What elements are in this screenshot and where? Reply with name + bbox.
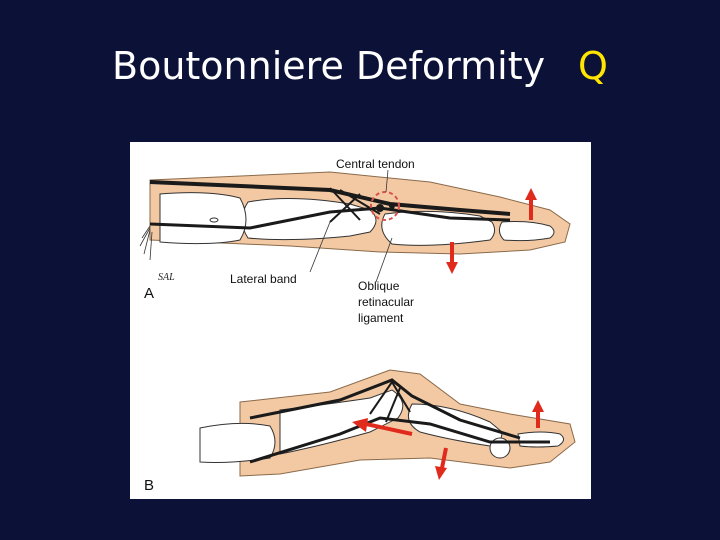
arrow-left-icon <box>352 418 413 436</box>
finger-anatomy-diagram: Central tendon Lateral band Oblique reti… <box>139 157 576 494</box>
panel-a: Central tendon Lateral band Oblique reti… <box>139 157 571 325</box>
label-ligament: ligament <box>358 311 404 325</box>
arrow-down-icon <box>446 242 458 274</box>
proximal-phalanx-b <box>279 389 404 455</box>
proximal-phalanx-a <box>241 197 377 241</box>
distal-phalanx-b <box>517 431 564 448</box>
label-retinacular: retinacular <box>358 295 414 309</box>
lateral-band-a <box>149 206 511 230</box>
distal-phalanx-a <box>498 221 555 242</box>
diagram-figure: Central tendon Lateral band Oblique reti… <box>130 142 591 499</box>
label-oblique: Oblique <box>358 279 400 293</box>
label-central-tendon: Central tendon <box>336 157 415 171</box>
central-tendon-highlight <box>370 191 400 221</box>
arrow-up-icon <box>532 400 544 428</box>
artist-signature: SAL <box>158 272 175 283</box>
metacarpal-b <box>199 422 276 463</box>
arrow-up-icon <box>525 188 537 220</box>
metacarpal-a <box>159 192 247 245</box>
slide-title: Boutonniere Deformity <box>112 44 546 88</box>
panel-a-label: A <box>144 285 154 302</box>
label-lateral-band: Lateral band <box>230 272 297 286</box>
panel-b: B <box>144 369 576 494</box>
panel-b-label: B <box>144 477 154 494</box>
slide-badge: Q <box>578 44 608 88</box>
arrow-down-icon <box>435 447 448 480</box>
